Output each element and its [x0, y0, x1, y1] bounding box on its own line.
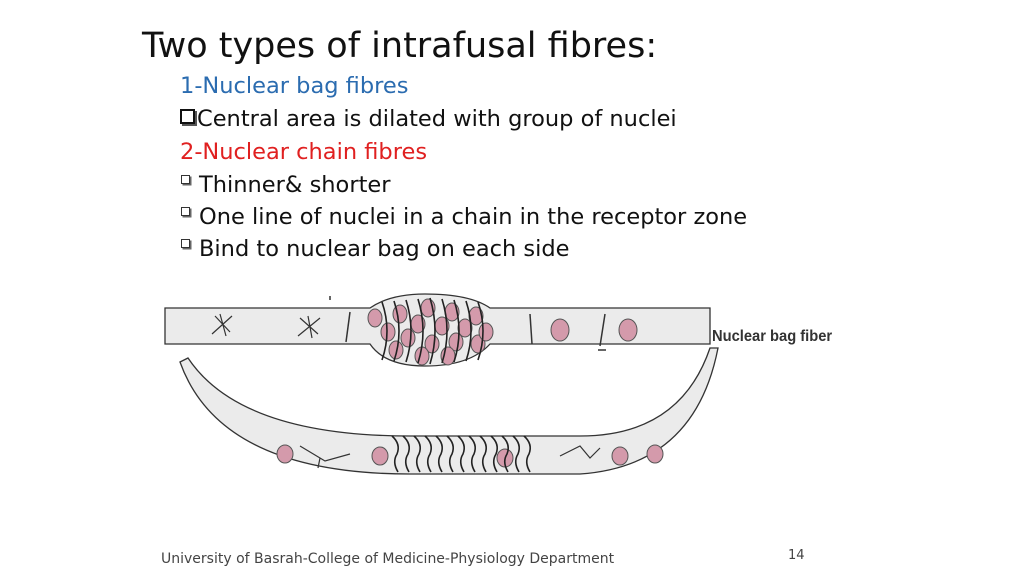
coil-loop	[468, 435, 476, 473]
bullet-text: Bind to nuclear bag on each side	[199, 236, 570, 262]
intrafusal-fiber-diagram: Nuclear bag fiber	[164, 293, 832, 475]
bullet-text: One line of nuclei in a chain in the rec…	[199, 204, 748, 230]
slide-title: Two types of intrafusal fibres:	[142, 26, 658, 66]
page-number: 14	[788, 548, 805, 563]
nucleus	[646, 444, 664, 464]
nucleus	[371, 446, 389, 466]
nerve-ending-icon	[211, 313, 321, 339]
bullet-text: Central area is dilated with group of nu…	[197, 106, 677, 132]
nucleus	[440, 346, 456, 366]
coil-loop	[435, 435, 443, 473]
bullet-item-thinner: Thinner& shorter	[180, 170, 390, 200]
nucleus	[400, 328, 416, 348]
coil-loop	[512, 435, 520, 473]
bullet-item-one-line: One line of nuclei in a chain in the rec…	[180, 202, 747, 232]
coil-loop	[465, 300, 472, 362]
checkbox-bullet-icon	[180, 109, 195, 124]
figure-label: Nuclear bag fiber	[712, 327, 832, 345]
coil-loop	[424, 435, 432, 473]
nucleus	[388, 340, 404, 360]
annulospiral-coil	[381, 297, 484, 365]
nucleus	[276, 444, 294, 464]
checkbox-bullet-icon	[181, 207, 190, 216]
footer-text: University of Basrah-College of Medicine…	[161, 551, 615, 567]
coil-loop	[446, 435, 454, 473]
coil-loop	[490, 435, 498, 473]
annulospiral-coil	[391, 435, 531, 473]
coil-loop	[381, 301, 388, 361]
nucleus	[611, 446, 629, 466]
coil-loop	[523, 435, 531, 473]
heading-nuclear-bag: 1-Nuclear bag fibres	[180, 73, 409, 99]
coil-loop	[453, 299, 460, 363]
bullet-item-central-area: Central area is dilated with group of nu…	[180, 104, 677, 134]
checkbox-bullet-icon	[181, 239, 190, 248]
coil-loop	[391, 435, 399, 473]
coil-loop	[417, 298, 424, 364]
coil-loop	[402, 435, 410, 473]
nucleus	[478, 322, 494, 342]
nucleus	[367, 308, 383, 328]
coil-loop	[405, 299, 412, 363]
coil-loop	[479, 435, 487, 473]
coil-loop	[457, 435, 465, 473]
coil-loop	[441, 298, 448, 364]
bullet-text: Thinner& shorter	[199, 172, 391, 198]
coil-loop	[477, 301, 484, 361]
checkbox-bullet-icon	[181, 175, 190, 184]
coil-loop	[429, 297, 436, 365]
nuclear-chain-fiber	[179, 347, 719, 475]
heading-nuclear-chain: 2-Nuclear chain fibres	[180, 139, 428, 165]
coil-loop	[393, 300, 400, 362]
nucleus	[392, 304, 408, 324]
coil-loop	[501, 435, 509, 473]
bullet-item-bind: Bind to nuclear bag on each side	[180, 234, 570, 264]
nucleus	[380, 322, 396, 342]
nucleus	[457, 318, 473, 338]
coil-loop	[413, 435, 421, 473]
